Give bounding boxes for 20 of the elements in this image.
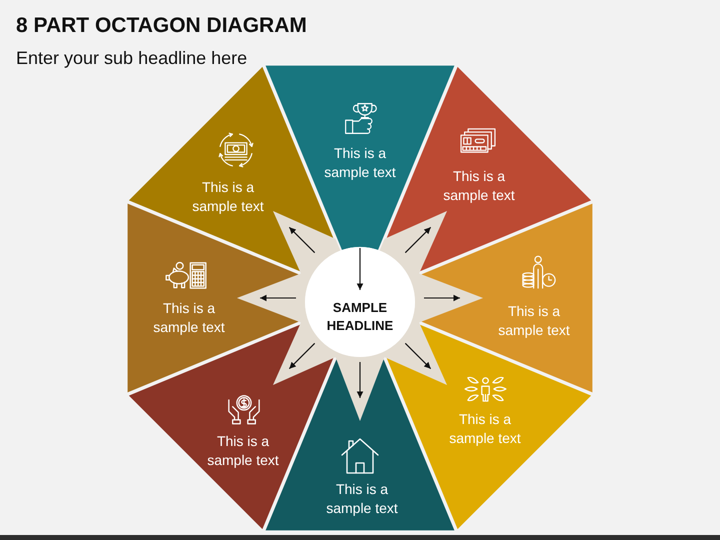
segment-text: This is a sample text xyxy=(152,299,226,337)
arrow xyxy=(404,226,432,254)
segment-text: This is a sample text xyxy=(206,432,280,470)
subtitle-text: Enter your sub headline here xyxy=(16,47,248,69)
headline-text: SAMPLE HEADLINE xyxy=(326,299,394,335)
segment-text: This is a sample text xyxy=(497,302,571,340)
segment-text: This is a sample text xyxy=(448,410,522,448)
segment-text: This is a sample text xyxy=(325,480,399,518)
arrow xyxy=(288,226,316,254)
octagon-segment xyxy=(421,203,593,393)
arrow xyxy=(424,294,460,302)
segment-text: This is a sample text xyxy=(442,167,516,205)
arrow xyxy=(356,248,364,290)
segment-text: This is a sample text xyxy=(191,178,265,216)
arrow xyxy=(404,342,432,370)
arrow xyxy=(260,294,296,302)
arrow xyxy=(356,362,364,398)
title-text: 8 PART OCTAGON DIAGRAM xyxy=(16,13,307,39)
segment-text: This is a sample text xyxy=(323,144,397,182)
arrow xyxy=(288,342,316,370)
